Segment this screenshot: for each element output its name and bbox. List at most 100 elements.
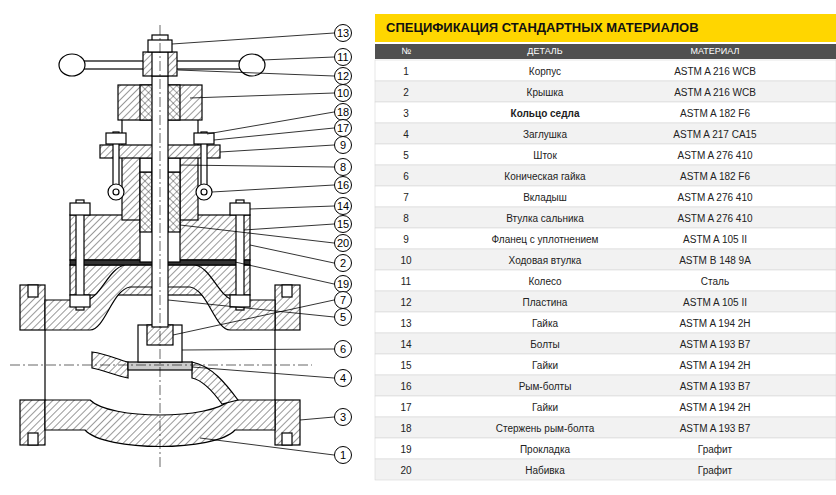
callout-circle: 16 — [334, 176, 352, 194]
callout-circle: 1 — [334, 446, 352, 464]
table-row — [375, 228, 836, 249]
callout-circle: 2 — [334, 254, 352, 272]
table-cell: 20 — [400, 464, 411, 475]
callout-number: 11 — [337, 52, 348, 63]
callout-number: 16 — [337, 180, 349, 191]
table-cell: Корпус — [529, 65, 561, 76]
callout-circle: 6 — [334, 340, 352, 358]
table-row — [375, 438, 836, 459]
callout-number: 3 — [340, 412, 346, 423]
table-row — [375, 291, 836, 312]
table-row — [375, 312, 836, 333]
table-cell: ASTM A 194 2H — [679, 359, 750, 370]
table-cell: ASTM B 148 9A — [679, 254, 751, 265]
table-cell: ASTM A 193 B7 — [680, 422, 751, 433]
table-row — [375, 396, 836, 417]
table-header: № — [401, 47, 411, 57]
table-cell: 3 — [403, 107, 409, 118]
callout-number: 13 — [337, 28, 349, 39]
table-cell: 15 — [400, 359, 411, 370]
table-row — [375, 186, 836, 207]
leader-lines — [168, 33, 334, 455]
nut — [70, 203, 90, 215]
table-cell: Крышка — [527, 86, 564, 97]
table-cell: ASTM A 217 CA15 — [673, 128, 756, 139]
table-cell: Графит — [698, 464, 732, 475]
table-cell: ASTM A 105 II — [683, 296, 747, 307]
centerline — [10, 25, 312, 470]
callout-number: 18 — [337, 107, 349, 118]
callout-number: 14 — [337, 201, 349, 212]
stud — [76, 200, 84, 310]
eye-pin — [113, 189, 119, 195]
table-row — [375, 102, 836, 123]
callout-number: 9 — [340, 140, 346, 151]
callout-circle: 17 — [334, 119, 352, 137]
table-cell: Коническая гайка — [504, 170, 585, 181]
table-header: МАТЕРИАЛ — [691, 47, 740, 57]
callout-number: 7 — [340, 295, 346, 306]
nut — [106, 133, 126, 144]
nut — [194, 133, 214, 144]
header-band — [375, 44, 836, 59]
table-cell: Гайки — [532, 401, 558, 412]
table-cell: 19 — [400, 443, 411, 454]
callout-number: 10 — [337, 88, 349, 99]
table-row — [375, 459, 836, 480]
table-cell: Кольцо седла — [511, 107, 580, 118]
flange — [20, 285, 45, 330]
table-cell: Набивка — [525, 464, 565, 475]
table-cell: 5 — [403, 149, 409, 160]
table-cell: 12 — [400, 296, 411, 307]
table-cell: 10 — [400, 254, 411, 265]
table-cell: 1 — [403, 65, 409, 76]
callout-number: 8 — [340, 162, 346, 173]
callout-circle: 15 — [334, 215, 352, 233]
callout-circle: 7 — [334, 291, 352, 309]
seat-wall — [192, 362, 238, 404]
valve-section — [20, 35, 300, 447]
callout-number: 17 — [337, 123, 349, 134]
callout-number: 20 — [337, 238, 349, 249]
table-cell: Вкладыш — [523, 191, 567, 202]
callout-circle: 3 — [334, 408, 352, 426]
callout-number: 5 — [340, 312, 346, 323]
nut — [70, 295, 90, 307]
table-cell: ASTM A 194 2H — [679, 401, 750, 412]
table-row — [375, 417, 836, 438]
stud — [236, 200, 244, 310]
table-cell: Гайка — [532, 317, 558, 328]
table-cell: Графит — [698, 443, 732, 454]
flange — [275, 400, 300, 445]
table-cell: 18 — [400, 422, 411, 433]
callout-circle: 9 — [334, 136, 352, 154]
gland — [140, 158, 152, 172]
table-cell: ASTM A 193 B7 — [680, 338, 751, 349]
bolt-hole — [28, 285, 38, 297]
table-cell: Втулка сальника — [506, 212, 583, 223]
callout-circle: 11 — [334, 48, 352, 66]
table-cell: ASTM A 216 WCB — [674, 86, 756, 97]
eye-pin — [201, 189, 207, 195]
table-cell: 9 — [403, 233, 409, 244]
table-cell: 14 — [400, 338, 411, 349]
table-cell: ASTM A 105 II — [683, 233, 747, 244]
table-row — [375, 60, 836, 81]
table-cell: Прокладка — [520, 443, 570, 454]
table-cell: Стержень рым-болта — [496, 422, 594, 433]
flange — [275, 285, 300, 330]
table-row — [375, 207, 836, 228]
callout-number: 2 — [340, 258, 346, 269]
table-cell: ASTM A 182 F6 — [680, 170, 750, 181]
table-title: СПЕЦИФИКАЦИЯ СТАНДАРТНЫХ МАТЕРИАЛОВ — [386, 20, 699, 36]
table-cell: ASTM A 194 2H — [679, 317, 750, 328]
table-row — [375, 354, 836, 375]
eye — [196, 184, 212, 200]
callout-circle: 8 — [334, 158, 352, 176]
table-cell: Колесо — [528, 275, 561, 286]
table-cell: 13 — [400, 317, 411, 328]
table-cell: Болты — [530, 338, 560, 349]
table-cell: 7 — [403, 191, 409, 202]
callout-number: 4 — [340, 373, 346, 384]
callout-circle: 10 — [334, 84, 352, 102]
